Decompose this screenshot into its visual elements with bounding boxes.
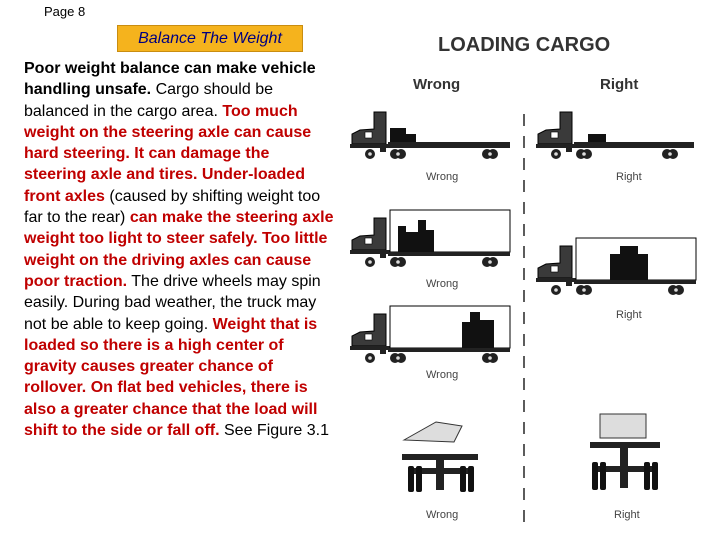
caption-wrong-4: Wrong — [426, 509, 458, 521]
flatbed-right-icon — [590, 413, 660, 490]
text-segment-3: Too much weight on the steering axle can… — [24, 102, 312, 205]
truck-wrong-2-icon — [349, 209, 511, 267]
text-segment-7: Weight that is loaded so there is a high… — [24, 315, 318, 440]
caption-right-2: Right — [616, 309, 642, 321]
caption-right-4: Right — [614, 509, 640, 521]
caption-wrong-2: Wrong — [426, 278, 458, 290]
truck-wrong-3-icon — [349, 305, 511, 363]
text-segment-2: Cargo should be balanced in the cargo ar… — [24, 81, 273, 120]
caption-right-1: Right — [616, 171, 642, 183]
truck-right-2-icon — [535, 237, 697, 295]
caption-wrong-1: Wrong — [426, 171, 458, 183]
truck-right-1-icon — [535, 111, 694, 159]
text-segment-1: Poor weight balance can make vehicle han… — [24, 60, 316, 99]
flatbed-wrong-icon — [402, 421, 478, 492]
column-header-wrong: Wrong — [413, 76, 460, 93]
text-segment-8: See Figure 3.1 — [219, 422, 329, 440]
column-header-right: Right — [600, 76, 638, 93]
text-segment-4: (caused by shifting weight too far to th… — [24, 187, 321, 227]
section-title-box: Balance The Weight — [117, 25, 303, 52]
figure-title: LOADING CARGO — [438, 34, 610, 56]
body-paragraph: Poor weight balance can make vehicle han… — [24, 58, 336, 441]
section-title: Balance The Weight — [138, 29, 282, 47]
loading-cargo-figure: LOADING CARGO Wrong Right Wrong Right Wr… — [349, 34, 697, 530]
text-segment-6: The drive wheels may spin easily. During… — [24, 272, 321, 333]
caption-wrong-3: Wrong — [426, 369, 458, 381]
text-segment-5: can make the steering axle weight too li… — [24, 209, 334, 290]
page-number: Page 8 — [44, 4, 86, 19]
truck-wrong-1-icon — [349, 111, 510, 159]
